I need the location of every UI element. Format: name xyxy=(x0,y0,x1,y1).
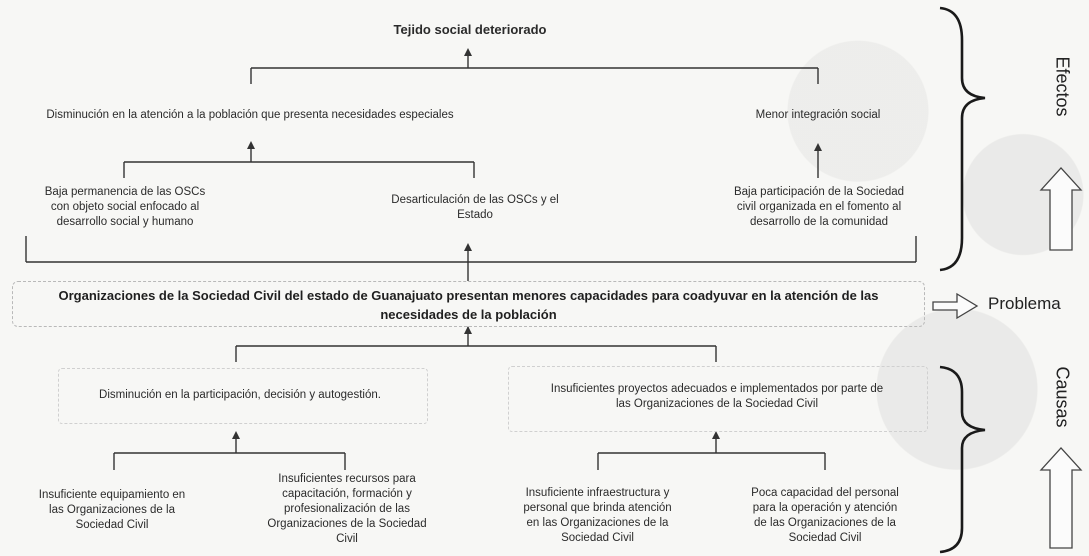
cause-participacion: Disminución en la participación, decisió… xyxy=(99,389,381,401)
cause-proyectos: Insuficientes proyectos adecuados e impl… xyxy=(550,383,884,410)
subcause-capacidad-personal: Poca capacidad del personal para la oper… xyxy=(751,487,899,544)
central-problem-box: Organizaciones de la Sociedad Civil del … xyxy=(12,281,925,327)
brace-effects xyxy=(939,6,986,272)
label-efectos: Efectos xyxy=(1052,56,1073,117)
subcause-recursos: Insuficientes recursos para capacitación… xyxy=(267,473,427,545)
effect-top-tejido: Tejido social deteriorado xyxy=(393,22,547,37)
central-problem-text: Organizaciones de la Sociedad Civil del … xyxy=(58,288,879,322)
effect-baja-participacion: Baja participación de la Sociedad civil … xyxy=(733,186,905,228)
effect-baja-permanencia: Baja permanencia de las OSCs con objeto … xyxy=(44,186,206,228)
cause-box-2 xyxy=(508,366,928,432)
brace-causes xyxy=(939,365,986,554)
effect-desarticulacion: Desarticulación de las OSCs y el Estado xyxy=(391,194,559,221)
effect-integracion-social: Menor integración social xyxy=(755,109,881,121)
effect-atencion-poblacion: Disminución en la atención a la població… xyxy=(46,109,454,121)
label-causas: Causas xyxy=(1052,366,1073,428)
cause-box-1 xyxy=(58,368,428,424)
label-problema: Problema xyxy=(988,294,1061,313)
subcause-equipamiento: Insuficiente equipamiento en las Organiz… xyxy=(38,489,186,531)
subcause-infraestructura: Insuficiente infraestructura y personal … xyxy=(523,487,672,544)
